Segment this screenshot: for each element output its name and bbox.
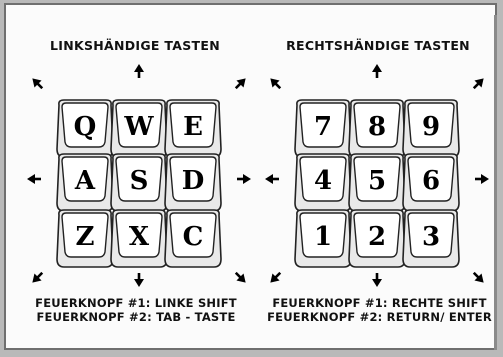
arrow-right-icon bbox=[237, 174, 251, 184]
right-fire-button-2: FEUERKNOPF #2: RETURN/ ENTER bbox=[262, 311, 497, 325]
left-key-cluster: Q W E A S D Z X C bbox=[28, 67, 258, 282]
arrow-up-right-icon bbox=[232, 75, 249, 92]
arrow-up-left-icon bbox=[267, 75, 284, 92]
right-hand-heading: RECHTSHÄNDIGE TASTEN bbox=[268, 38, 488, 54]
left-hand-heading: LINKSHÄNDIGE TASTEN bbox=[30, 38, 240, 54]
arrow-down-icon bbox=[134, 273, 144, 287]
key-w[interactable]: W bbox=[115, 102, 163, 152]
right-fire-buttons: FEUERKNOPF #1: RECHTE SHIFT FEUERKNOPF #… bbox=[262, 297, 497, 325]
arrow-up-icon bbox=[372, 64, 382, 78]
key-7[interactable]: 7 bbox=[299, 102, 347, 152]
key-q[interactable]: Q bbox=[61, 102, 109, 152]
key-e[interactable]: E bbox=[169, 102, 217, 152]
key-2[interactable]: 2 bbox=[353, 212, 401, 262]
arrow-down-icon bbox=[372, 273, 382, 287]
right-fire-button-1: FEUERKNOPF #1: RECHTE SHIFT bbox=[262, 297, 497, 311]
key-x[interactable]: X bbox=[115, 212, 163, 262]
arrow-left-icon bbox=[27, 174, 41, 184]
arrow-up-left-icon bbox=[29, 75, 46, 92]
keyboard-diagram-panel: LINKSHÄNDIGE TASTEN RECHTSHÄNDIGE TASTEN… bbox=[4, 3, 497, 350]
arrow-right-icon bbox=[475, 174, 489, 184]
key-a[interactable]: A bbox=[61, 156, 109, 206]
key-s[interactable]: S bbox=[115, 156, 163, 206]
arrow-down-left-icon bbox=[267, 269, 284, 286]
left-fire-button-2: FEUERKNOPF #2: TAB - TASTE bbox=[26, 311, 246, 325]
left-fire-button-1: FEUERKNOPF #1: LINKE SHIFT bbox=[26, 297, 246, 311]
key-c[interactable]: C bbox=[169, 212, 217, 262]
key-6[interactable]: 6 bbox=[407, 156, 455, 206]
key-1[interactable]: 1 bbox=[299, 212, 347, 262]
key-8[interactable]: 8 bbox=[353, 102, 401, 152]
arrow-down-right-icon bbox=[232, 269, 249, 286]
key-4[interactable]: 4 bbox=[299, 156, 347, 206]
arrow-up-icon bbox=[134, 64, 144, 78]
key-9[interactable]: 9 bbox=[407, 102, 455, 152]
arrow-up-right-icon bbox=[470, 75, 487, 92]
arrow-down-right-icon bbox=[470, 269, 487, 286]
key-5[interactable]: 5 bbox=[353, 156, 401, 206]
arrow-left-icon bbox=[265, 174, 279, 184]
key-d[interactable]: D bbox=[169, 156, 217, 206]
key-3[interactable]: 3 bbox=[407, 212, 455, 262]
left-fire-buttons: FEUERKNOPF #1: LINKE SHIFT FEUERKNOPF #2… bbox=[26, 297, 246, 325]
arrow-down-left-icon bbox=[29, 269, 46, 286]
right-key-cluster: 7 8 9 4 5 6 1 2 3 bbox=[266, 67, 496, 282]
key-z[interactable]: Z bbox=[61, 212, 109, 262]
